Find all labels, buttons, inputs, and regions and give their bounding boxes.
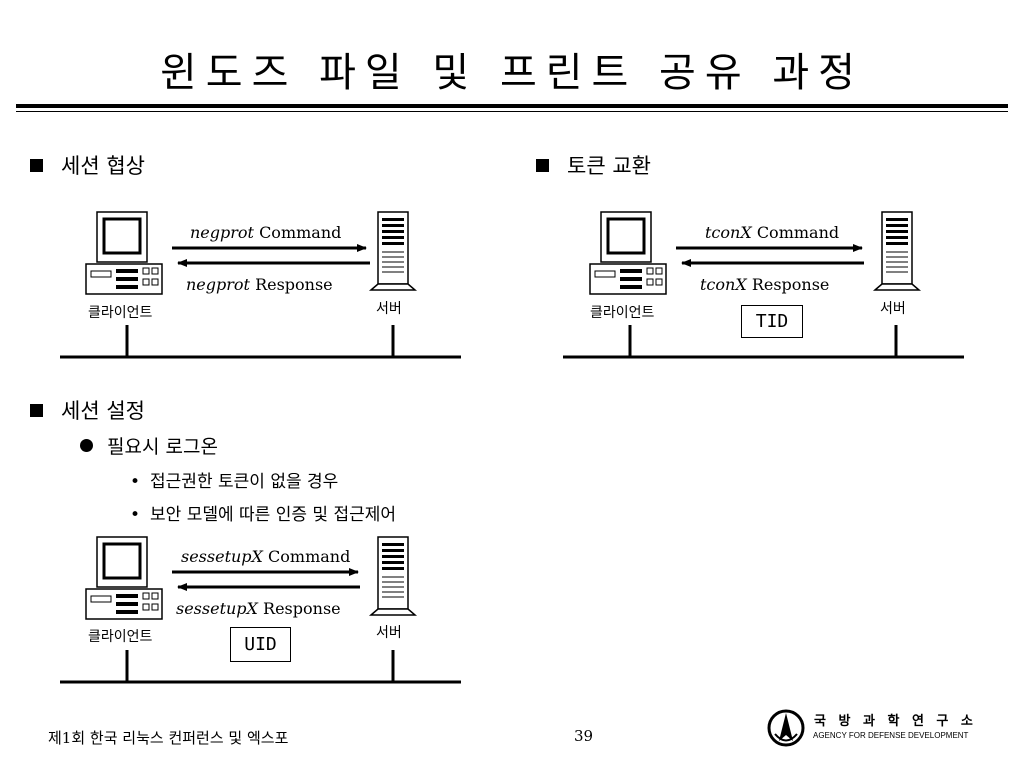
- square-bullet-icon: [536, 159, 549, 172]
- tconx-response-label: tconX Response: [700, 275, 830, 294]
- page-number: 39: [574, 727, 594, 745]
- server-tower-icon: [370, 211, 416, 291]
- network-line: [60, 325, 461, 359]
- sub-item-logon: 필요시 로그온: [80, 432, 218, 459]
- uid-box: UID: [230, 627, 291, 662]
- server-label: 서버: [376, 625, 402, 641]
- negprot-command-arrow: [172, 244, 367, 252]
- tconx-response-arrow: [681, 259, 864, 267]
- title-rule-thick: [16, 104, 1008, 108]
- square-bullet-icon: [30, 404, 43, 417]
- heading-token-exchange: 토큰 교환: [536, 150, 651, 180]
- square-bullet-icon: [30, 159, 43, 172]
- client-computer-icon: [588, 210, 668, 296]
- add-emblem-logo-icon: [767, 709, 805, 747]
- heading-session-setup: 세션 설정: [30, 395, 145, 425]
- server-label: 서버: [880, 301, 906, 317]
- title-rule-thin: [16, 111, 1008, 112]
- tid-box: TID: [741, 305, 803, 338]
- sessetupx-command-arrow: [172, 568, 359, 576]
- negprot-command-label: negprot Command: [190, 223, 342, 242]
- tconx-command-label: tconX Command: [705, 223, 840, 242]
- bullet-security-model: •보안 모델에 따른 인증 및 접근제어: [130, 505, 397, 525]
- bullet-no-token: •접근권한 토큰이 없을 경우: [130, 472, 339, 492]
- negprot-response-label: negprot Response: [186, 275, 333, 294]
- server-label: 서버: [376, 301, 402, 317]
- client-computer-icon: [84, 210, 164, 296]
- page-title: 윈도즈 파일 및 프린트 공유 과정: [160, 50, 864, 96]
- network-line: [563, 325, 964, 359]
- network-line: [60, 650, 461, 684]
- server-tower-icon: [370, 536, 416, 616]
- circle-bullet-icon: [80, 439, 93, 452]
- client-label: 클라이언트: [590, 305, 655, 321]
- org-korean-name: 국 방 과 학 연 구 소: [814, 714, 977, 729]
- org-english-name: AGENCY FOR DEFENSE DEVELOPMENT: [813, 731, 969, 740]
- client-label: 클라이언트: [88, 305, 153, 321]
- sessetupx-response-arrow: [177, 583, 360, 591]
- sessetupx-response-label: sessetupX Response: [176, 599, 341, 618]
- client-computer-icon: [84, 535, 164, 621]
- server-tower-icon: [874, 211, 920, 291]
- sessetupx-command-label: sessetupX Command: [181, 547, 351, 566]
- tconx-command-arrow: [676, 244, 863, 252]
- client-label: 클라이언트: [88, 629, 153, 645]
- heading-session-negotiation: 세션 협상: [30, 150, 145, 180]
- negprot-response-arrow: [177, 259, 370, 267]
- footer-conference: 제1회 한국 리눅스 컨퍼런스 및 엑스포: [48, 729, 289, 747]
